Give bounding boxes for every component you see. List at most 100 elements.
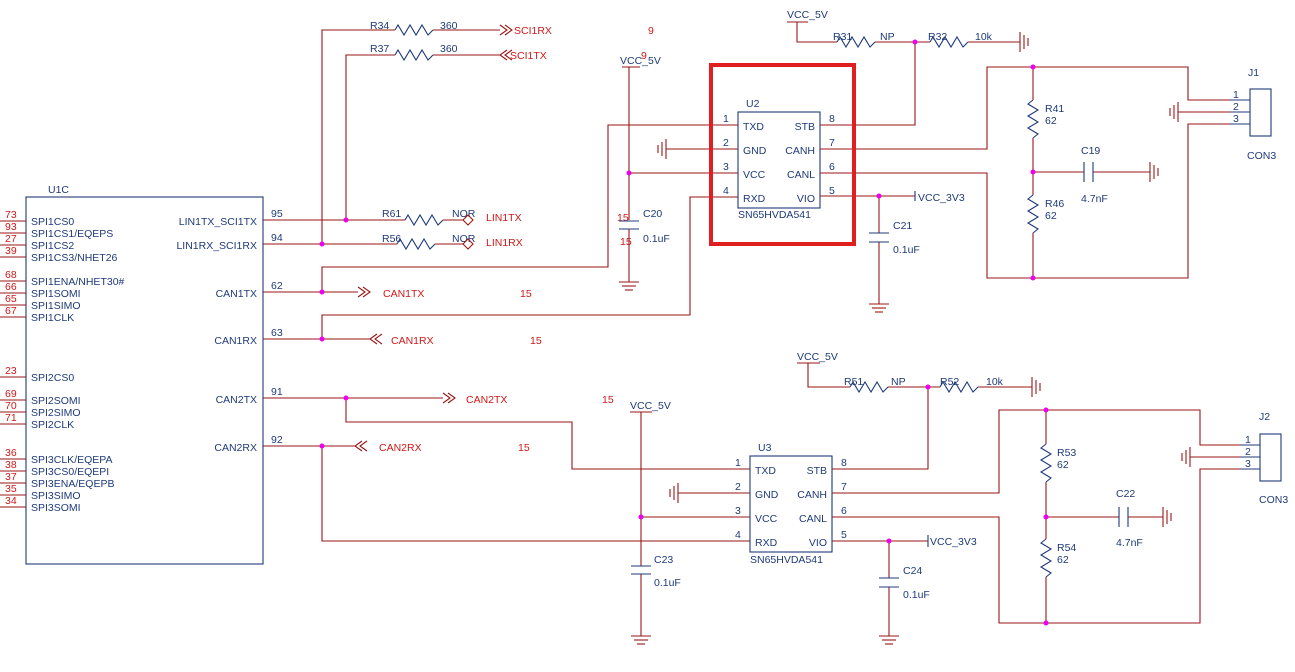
ground-icon (879, 635, 899, 645)
c19-value: 4.7nF (1081, 193, 1108, 205)
u1c-pin-name: SPI3CS0/EQEPI (31, 466, 109, 478)
u1c-pin-name: SPI1CS3/NHET26 (31, 252, 118, 264)
ground-icon (1019, 32, 1029, 52)
u1c-pin-name: CAN2TX (216, 394, 257, 406)
u1c-pin-name: SPI2SOMI (31, 395, 81, 407)
j1-pin: 2 (1233, 101, 1239, 113)
j2-part: CON3 (1259, 494, 1288, 506)
r41-ref: R41 (1045, 103, 1064, 115)
u1c-pin-num: 34 (5, 495, 17, 507)
u3-pin-name: CANL (799, 513, 827, 525)
ground-icon (869, 303, 889, 313)
u3-pin-name: VCC (755, 513, 778, 525)
u1c-ref: U1C (48, 184, 69, 196)
u2-pin-num: 7 (829, 137, 835, 149)
vcc5-label: VCC_5V (787, 9, 828, 21)
lin1tx-port-icon (462, 214, 474, 226)
r51-value: NP (891, 376, 906, 388)
r46-value: 62 (1045, 210, 1057, 222)
u2-pin-name: TXD (743, 121, 764, 133)
u1c-pin-num: 63 (271, 327, 283, 339)
u1c-pin-num: 92 (271, 434, 283, 446)
r32-ref: R32 (928, 31, 947, 43)
junction-dots (319, 39, 1049, 626)
r61-value: NOR (452, 208, 476, 220)
sci-lin-wiring (263, 29, 500, 245)
sci1tx-offpage-icon (499, 49, 513, 61)
sci1tx-label: SCI1TX (510, 50, 547, 62)
u3-pin-num: 6 (841, 505, 847, 517)
c19-ref: C19 (1081, 145, 1100, 157)
r41-value: 62 (1045, 115, 1057, 127)
u1c-pin-name: SPI1CS1/EQEPS (31, 228, 113, 240)
vcc5-label: VCC_5V (797, 351, 838, 363)
u1c-pin-num: 95 (271, 208, 283, 220)
u2-pin-num: 6 (829, 161, 835, 173)
r46-ref: R46 (1045, 198, 1064, 210)
sheet-ref: 9 (641, 50, 647, 62)
can2tx-offpage-icon (442, 392, 456, 404)
u1c-pin-name: CAN1RX (214, 335, 257, 347)
c23-value: 0.1uF (654, 577, 681, 589)
u1c-pin-num: 66 (5, 281, 17, 293)
c20-value: 0.1uF (643, 233, 670, 245)
r61-resistor (404, 213, 444, 227)
sheet-ref: 15 (518, 442, 530, 454)
can1-wiring (263, 124, 738, 340)
u1c-pin-num: 91 (271, 386, 283, 398)
u1c-pin-num: 65 (5, 293, 17, 305)
u1c-pin-name: SPI1CLK (31, 312, 74, 324)
u1c-pin-num: 68 (5, 269, 17, 281)
c20-ref: C20 (643, 208, 662, 220)
u3-pin-num: 4 (735, 529, 741, 541)
r53-ref: R53 (1057, 447, 1076, 459)
r54-value: 62 (1057, 554, 1069, 566)
u1c-pin-name: SPI1SIMO (31, 300, 81, 312)
lin1rx-label: LIN1RX (486, 237, 523, 249)
u2-pin-name: STB (795, 121, 815, 133)
can1rx-label: CAN1RX (391, 335, 434, 347)
u1c-pin-name: SPI3CLK/EQEPA (31, 454, 113, 466)
j1-ref: J1 (1248, 67, 1259, 79)
can1tx-label: CAN1TX (383, 288, 424, 300)
sci1rx-label: SCI1RX (514, 25, 552, 37)
r31-value: NP (880, 31, 895, 43)
ground-icon (619, 281, 639, 291)
ground-icon (1149, 162, 1159, 182)
u1c-pin-name: LIN1RX_SCI1RX (176, 240, 257, 252)
u2-pin-num: 8 (829, 113, 835, 125)
r51-resistor (849, 380, 889, 394)
u3-pin-num: 5 (841, 529, 847, 541)
u1c-pin-num: 23 (5, 365, 17, 377)
r46-resistor (1026, 194, 1040, 234)
u1c-pin-num: 71 (5, 412, 17, 424)
ground-icon (631, 635, 651, 645)
sci1rx-offpage-icon (499, 24, 513, 36)
c24-ref: C24 (903, 565, 922, 577)
u3-pin-name: GND (755, 489, 779, 501)
r56-resistor (396, 237, 436, 251)
vcc3v3-label: VCC_3V3 (918, 192, 965, 204)
u2-body (737, 111, 821, 209)
r53-value: 62 (1057, 459, 1069, 471)
j2-pin: 1 (1245, 434, 1251, 446)
j1-part: CON3 (1247, 150, 1276, 162)
r56-ref: R56 (382, 233, 401, 245)
c23-ref: C23 (654, 554, 673, 566)
u3-pin-num: 8 (841, 457, 847, 469)
sheet-ref: 15 (617, 212, 629, 224)
u1c-pin-name: SPI3SIMO (31, 490, 81, 502)
can2rx-offpage-icon (354, 440, 368, 452)
u3-pin-num: 3 (735, 505, 741, 517)
u1c-pin-num: 73 (5, 209, 17, 221)
u2-pin-num: 5 (829, 185, 835, 197)
lin1tx-label: LIN1TX (486, 212, 522, 224)
can1rx-offpage-icon (369, 333, 383, 345)
u1c-pin-name: SPI1CS0 (31, 216, 74, 228)
u2-pin-name: GND (743, 145, 767, 157)
u2-highlight-box (709, 63, 856, 246)
r37-value: 360 (440, 43, 458, 55)
u3-pin-name: RXD (755, 537, 778, 549)
vcc3v3-label: VCC_3V3 (930, 536, 977, 548)
